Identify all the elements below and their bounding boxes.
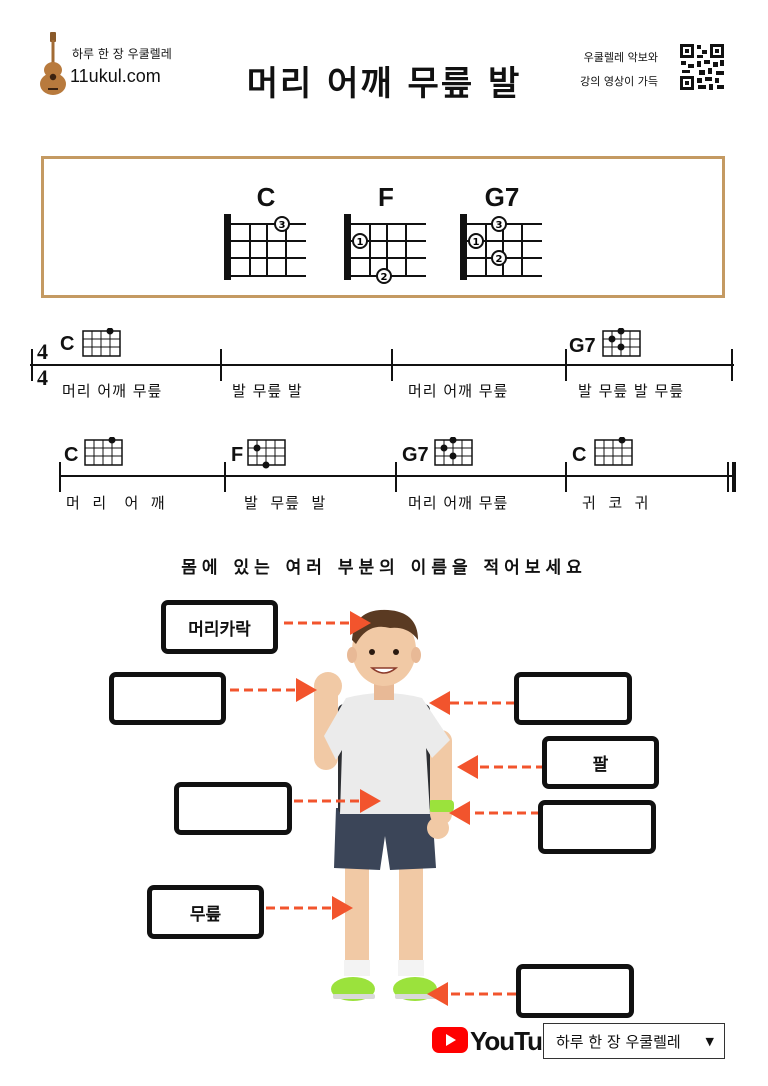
time-signature-bottom: 4 bbox=[37, 365, 48, 390]
measure-chord: C bbox=[572, 444, 587, 466]
label-box-foot[interactable] bbox=[516, 964, 634, 1018]
lyric-measure: 머리 어깨 무릎 bbox=[62, 382, 163, 400]
mini-chord-g7-icon bbox=[602, 328, 641, 357]
svg-text:3: 3 bbox=[496, 220, 503, 231]
promo-line-1: 우쿨렐레 악보와 bbox=[583, 51, 658, 64]
qr-code-icon[interactable] bbox=[680, 44, 724, 90]
label-box-knee[interactable]: 무릎 bbox=[147, 885, 264, 939]
mini-chord-g7-icon bbox=[434, 437, 473, 466]
pointer-arrows bbox=[230, 611, 545, 1006]
svg-text:2: 2 bbox=[381, 272, 388, 283]
mini-chord-c-icon bbox=[84, 437, 123, 466]
channel-select[interactable]: 하루 한 장 우쿨렐레 ▼ bbox=[543, 1023, 725, 1059]
finger-dot: 2 bbox=[491, 250, 507, 266]
label-box-shoulder[interactable] bbox=[514, 672, 632, 725]
label-box-hand[interactable] bbox=[109, 672, 226, 725]
time-signature-top: 4 bbox=[37, 339, 48, 364]
measure-chord: C bbox=[60, 333, 75, 355]
svg-text:1: 1 bbox=[357, 237, 364, 248]
lyric-measure: 발 무릎 발 무릎 bbox=[578, 382, 685, 400]
svg-text:2: 2 bbox=[496, 254, 503, 265]
chord-name-c: C bbox=[256, 182, 276, 212]
label-box-belly[interactable] bbox=[174, 782, 292, 835]
svg-text:3: 3 bbox=[279, 220, 286, 231]
label-box-wrist[interactable] bbox=[538, 800, 656, 854]
lyric-measure: 머리 어깨 무릎 bbox=[408, 382, 509, 400]
finger-dot: 1 bbox=[352, 233, 368, 249]
promo-text: 우쿨렐레 악보와 강의 영상이 가득 bbox=[538, 46, 658, 94]
caret-down-icon: ▼ bbox=[705, 1035, 714, 1048]
ukulele-logo-icon bbox=[38, 30, 68, 96]
page-title: 머리 어깨 무릎 발 bbox=[246, 64, 522, 104]
promo-line-2: 강의 영상이 가득 bbox=[580, 75, 658, 88]
staff-line-1 bbox=[30, 349, 734, 381]
chord-diagram-g7: 1 3 2 bbox=[460, 214, 542, 280]
brand-url[interactable]: 11ukul.com bbox=[70, 66, 161, 86]
brand-tagline: 하루 한 장 우쿨렐레 bbox=[72, 47, 172, 61]
youtube-play-icon[interactable] bbox=[432, 1027, 468, 1053]
label-box-arm[interactable]: 팔 bbox=[542, 736, 659, 789]
lyric-measure: 머 리 어 깨 bbox=[66, 494, 166, 512]
chord-diagram-c: 3 bbox=[224, 214, 306, 280]
lyric-measure: 머리 어깨 무릎 bbox=[408, 494, 509, 512]
boy-illustration bbox=[314, 609, 454, 1001]
staff-line-2 bbox=[59, 462, 736, 492]
worksheet-instruction: 몸에 있는 여러 부분의 이름을 적어보세요 bbox=[181, 558, 587, 578]
chord-diagram-f: 1 2 bbox=[344, 214, 426, 284]
channel-name: 하루 한 장 우쿨렐레 bbox=[556, 1032, 681, 1051]
mini-chord-c-icon bbox=[594, 437, 633, 466]
finger-dot: 2 bbox=[376, 268, 392, 284]
lyric-measure: 발 무릎 발 bbox=[232, 382, 303, 400]
lyric-measure: 발 무릎 발 bbox=[244, 494, 327, 512]
mini-chord-f-icon bbox=[247, 439, 286, 469]
label-box-hair[interactable]: 머리카락 bbox=[161, 600, 278, 654]
measure-chord: F bbox=[231, 444, 244, 466]
finger-dot: 1 bbox=[468, 233, 484, 249]
finger-dot: 3 bbox=[274, 216, 290, 232]
chord-name-g7: G7 bbox=[484, 182, 520, 212]
chord-name-f: F bbox=[378, 182, 394, 212]
measure-chord: C bbox=[64, 444, 79, 466]
svg-text:1: 1 bbox=[473, 237, 480, 248]
lyric-measure: 귀 코 귀 bbox=[582, 494, 650, 512]
finger-dot: 3 bbox=[491, 216, 507, 232]
measure-chord: G7 bbox=[569, 335, 596, 357]
measure-chord: G7 bbox=[402, 444, 429, 466]
chord-chart-frame bbox=[41, 156, 725, 298]
mini-chord-c-icon bbox=[82, 328, 121, 357]
